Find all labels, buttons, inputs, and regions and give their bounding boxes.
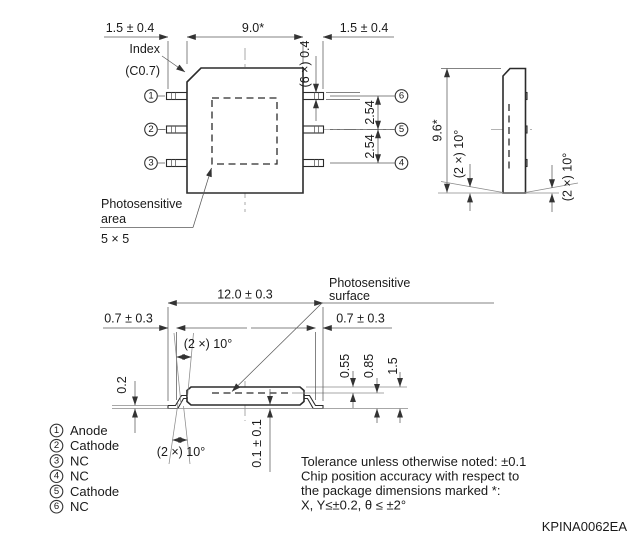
overall-width-dimension	[167, 300, 324, 401]
pin-list-num-3: 3	[54, 456, 59, 467]
side-angle-right-label: (2 ×) 10°	[561, 153, 575, 201]
dim-lead-thickness: 0.2	[115, 376, 129, 393]
foot-length-dimensions	[103, 325, 392, 400]
document-number: KPINA0062EA	[542, 519, 628, 534]
notes: Tolerance unless otherwise noted: ±0.1 C…	[301, 454, 526, 513]
side-view: 9.6* (2 ×) 10° (2 ×) 10°	[431, 67, 579, 212]
surface-label-2: surface	[329, 289, 370, 303]
pin-function-list: 1 2 3 4 5 6 Anode Cathode NC NC Cathode …	[49, 423, 119, 514]
dim-side-height: 9.6*	[431, 119, 445, 141]
pin-list-num-6: 6	[54, 501, 59, 512]
pin-list-name-6: NC	[70, 499, 89, 514]
pin-list-num-2: 2	[54, 440, 59, 451]
photosensitive-size: 5 × 5	[101, 232, 129, 246]
surface-leader	[231, 302, 494, 392]
pin-list-name-5: Cathode	[70, 484, 119, 499]
note-line-1: Tolerance unless otherwise noted: ±0.1	[301, 454, 526, 469]
pin-number-2: 2	[148, 124, 153, 135]
height-dimensions	[350, 371, 403, 423]
pin-number-5: 5	[399, 124, 404, 135]
pin-list-num-5: 5	[54, 486, 59, 497]
pin-list-name-3: NC	[70, 453, 89, 468]
front-view: 12.0 ± 0.3 0.7 ± 0.3 0.7 ± 0.3 Photosens…	[103, 276, 494, 472]
top-view: 1.5 ± 0.4 9.0* 1.5 ± 0.4 Index (C0.7) 1 …	[100, 21, 409, 246]
top-view-pins-right	[302, 91, 325, 168]
top-view-pins-left	[165, 91, 188, 168]
pin-number-3: 3	[148, 158, 153, 169]
note-line-2: Chip position accuracy with respect to	[301, 469, 519, 484]
dim-lead-right: 1.5 ± 0.4	[340, 21, 389, 35]
dim-body-height: 1.5	[386, 357, 400, 374]
dim-lead-width: (6 ×) 0.4	[298, 41, 312, 88]
dim-foot-right: 0.7 ± 0.3	[336, 312, 385, 326]
photosensitive-leader	[100, 167, 212, 228]
front-angle-top-label: (2 ×) 10°	[184, 337, 232, 351]
index-label: Index	[129, 42, 160, 56]
dim-surface-height: 0.85	[362, 354, 376, 378]
photosensitive-area-label-2: area	[101, 212, 126, 226]
dim-lead-left: 1.5 ± 0.4	[106, 21, 155, 35]
note-line-3: the package dimensions marked *:	[301, 483, 500, 498]
package-body-front-view	[186, 386, 305, 406]
pin-list-name-2: Cathode	[70, 438, 119, 453]
front-angle-bottom-label: (2 ×) 10°	[157, 445, 205, 459]
dim-overall-width: 12.0 ± 0.3	[217, 288, 273, 302]
lead-right	[302, 394, 324, 410]
dim-surface-depth: 0.55	[338, 354, 352, 378]
front-angle-bottom	[168, 402, 191, 465]
dim-standoff: 0.1 ± 0.1	[250, 419, 264, 468]
side-angle-construction	[438, 164, 579, 212]
top-dimensions	[104, 34, 394, 89]
pin-list-num-4: 4	[54, 471, 59, 482]
pin-list-name-4: NC	[70, 469, 89, 484]
photosensitive-area-label-1: Photosensitive	[101, 197, 182, 211]
pin-circles-right: 6 5 4	[394, 89, 409, 170]
pin-circles-left: 1 2 3	[144, 89, 165, 170]
side-height-dimension	[441, 68, 501, 193]
pin-number-6: 6	[399, 91, 404, 102]
index-leader	[161, 55, 186, 73]
dim-foot-left: 0.7 ± 0.3	[104, 312, 153, 326]
index-chamfer-label: (C0.7)	[125, 64, 160, 78]
package-body-side-view	[502, 67, 527, 194]
pin-list-name-1: Anode	[70, 423, 108, 438]
pin-number-4: 4	[399, 158, 404, 169]
surface-label-1: Photosensitive	[329, 276, 410, 290]
pin-number-1: 1	[148, 91, 153, 102]
package-body-top-view	[186, 67, 304, 194]
photosensitive-area-dashed	[211, 97, 278, 165]
pin-list-num-1: 1	[54, 425, 59, 436]
front-angle-top	[173, 332, 194, 405]
dim-pitch-lower: 2.54	[363, 134, 377, 158]
right-side-dimensions	[313, 56, 395, 164]
side-angle-left-label: (2 ×) 10°	[452, 130, 466, 178]
dim-body-width: 9.0*	[242, 21, 264, 35]
dim-pitch-upper: 2.54	[363, 100, 377, 124]
note-line-4: X, Y≤±0.2, θ ≤ ±2°	[301, 498, 406, 513]
